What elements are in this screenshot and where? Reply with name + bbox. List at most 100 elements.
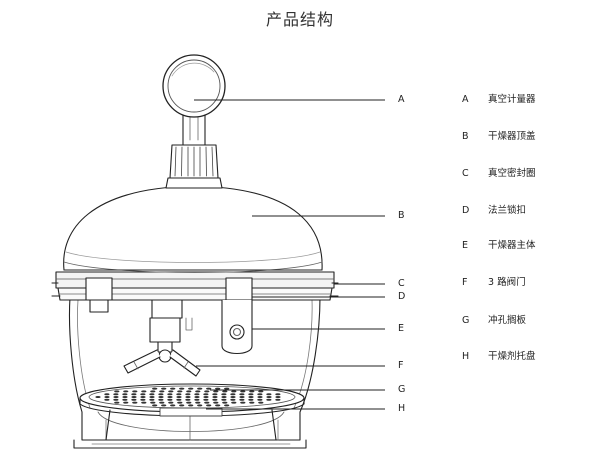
shelf-hole bbox=[275, 398, 281, 401]
shelf-hole bbox=[204, 401, 210, 404]
shelf-hole bbox=[122, 396, 128, 398]
shelf-hole bbox=[123, 390, 129, 393]
shelf-hole bbox=[152, 404, 158, 407]
callout-c: C bbox=[398, 278, 405, 289]
shelf-hole bbox=[248, 393, 254, 396]
shelf-hole bbox=[179, 404, 185, 407]
shelf-hole bbox=[231, 401, 237, 404]
shelf-hole bbox=[224, 387, 230, 390]
shelf-hole bbox=[186, 401, 192, 404]
shelf-hole bbox=[194, 398, 200, 401]
shelf-hole bbox=[258, 390, 264, 393]
shelf-hole bbox=[195, 401, 201, 404]
shelf-hole bbox=[222, 401, 228, 404]
shelf-hole bbox=[230, 396, 236, 398]
shelf-hole bbox=[188, 387, 194, 390]
shelf-hole bbox=[221, 393, 227, 396]
shelf-hole bbox=[158, 398, 164, 401]
legend-name: 真空密封圈 bbox=[488, 168, 536, 179]
legend-letter: F bbox=[462, 277, 468, 288]
vacuum-gauge bbox=[162, 54, 226, 118]
shelf-hole bbox=[258, 401, 264, 404]
shelf-hole bbox=[161, 387, 167, 390]
legend-item-c: C 真空密封圈 bbox=[462, 168, 536, 180]
shelf-hole bbox=[185, 393, 191, 396]
shelf-hole bbox=[230, 398, 236, 401]
shelf-hole bbox=[176, 393, 182, 396]
gauge-stem bbox=[165, 106, 223, 189]
shelf-hole bbox=[222, 390, 228, 393]
shelf-hole bbox=[113, 398, 119, 401]
shelf-hole bbox=[240, 390, 246, 393]
shelf-hole bbox=[140, 398, 146, 401]
callout-g: G bbox=[398, 384, 406, 395]
shelf-hole bbox=[257, 398, 263, 401]
shelf-hole bbox=[266, 398, 272, 401]
shelf-hole bbox=[170, 387, 176, 390]
legend-name: 干燥器主体 bbox=[488, 240, 536, 251]
shelf-hole bbox=[231, 390, 237, 393]
shelf-hole bbox=[113, 393, 119, 396]
shelf-hole bbox=[206, 387, 212, 390]
shelf-hole bbox=[140, 393, 146, 396]
shelf-hole bbox=[177, 390, 183, 393]
shelf-hole bbox=[113, 396, 119, 398]
desiccant-tray bbox=[105, 407, 277, 441]
shelf-hole bbox=[114, 390, 120, 393]
shelf-hole bbox=[149, 398, 155, 401]
shelf-hole bbox=[167, 396, 173, 398]
shelf-hole bbox=[203, 398, 209, 401]
shelf-hole bbox=[158, 393, 164, 396]
diagram-title: 产品结构 bbox=[265, 10, 334, 29]
legend-name: 法兰锁扣 bbox=[488, 205, 527, 216]
legend-letter: E bbox=[462, 240, 469, 251]
shelf-hole bbox=[213, 401, 219, 404]
shelf-hole bbox=[176, 396, 182, 398]
shelf-hole bbox=[224, 404, 230, 407]
legend-letter: G bbox=[462, 315, 470, 326]
shelf-hole bbox=[249, 390, 255, 393]
legend-name: 干燥器顶盖 bbox=[488, 131, 536, 142]
shelf-hole bbox=[186, 390, 192, 393]
legend-letter: D bbox=[462, 205, 470, 216]
shelf-hole bbox=[141, 390, 147, 393]
shelf-hole bbox=[257, 393, 263, 396]
shelf-hole bbox=[159, 401, 165, 404]
legend-letter: C bbox=[462, 168, 469, 179]
shelf-hole bbox=[152, 387, 158, 390]
legend-item-d: D 法兰锁扣 bbox=[462, 205, 526, 217]
callout-h: H bbox=[398, 403, 406, 414]
shelf-hole bbox=[203, 396, 209, 398]
shelf-hole bbox=[150, 401, 156, 404]
callout-f: F bbox=[398, 360, 404, 371]
shelf-hole bbox=[149, 396, 155, 398]
valve-bracket bbox=[151, 299, 253, 355]
shelf-hole bbox=[122, 398, 128, 401]
shelf-hole bbox=[185, 398, 191, 401]
legend-name: 干燥剂托盘 bbox=[488, 351, 536, 362]
shelf-hole bbox=[114, 401, 120, 404]
shelf-hole bbox=[168, 390, 174, 393]
shelf-hole bbox=[213, 390, 219, 393]
shelf-hole bbox=[215, 387, 221, 390]
shelf-hole bbox=[239, 398, 245, 401]
shelf-hole bbox=[95, 396, 101, 398]
shelf-hole bbox=[188, 404, 194, 407]
shelf-holes bbox=[95, 387, 281, 407]
legend-name: 真空计量器 bbox=[488, 94, 536, 105]
shelf-hole bbox=[122, 393, 128, 396]
shelf-hole bbox=[167, 393, 173, 396]
callout-d: D bbox=[398, 291, 406, 302]
shelf-hole bbox=[170, 404, 176, 407]
shelf-hole bbox=[206, 404, 212, 407]
shelf-hole bbox=[248, 396, 254, 398]
shelf-hole bbox=[197, 404, 203, 407]
shelf-hole bbox=[221, 396, 227, 398]
shelf-hole bbox=[194, 393, 200, 396]
shelf-hole bbox=[239, 393, 245, 396]
shelf-hole bbox=[249, 401, 255, 404]
